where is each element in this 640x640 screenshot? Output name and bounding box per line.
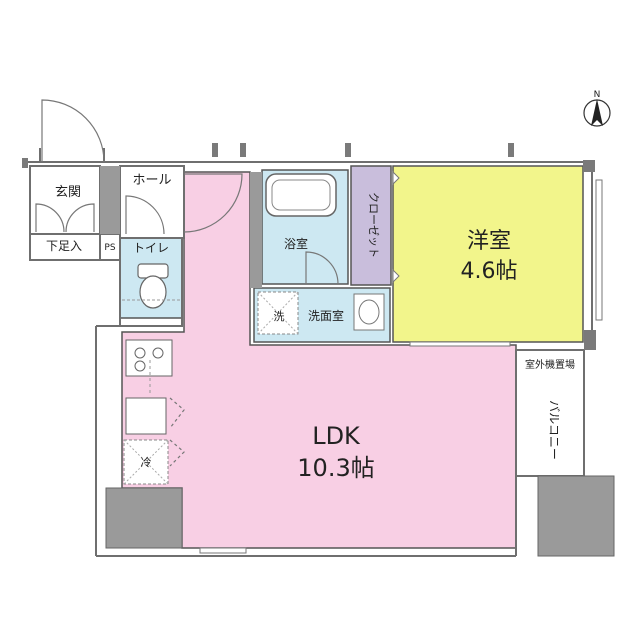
compass-icon (583, 99, 611, 127)
label-ps: PS (104, 243, 115, 253)
windows (199, 179, 603, 554)
column-bath (250, 172, 262, 288)
label-entrance: 玄関 (55, 185, 81, 200)
column-hall (100, 166, 120, 234)
column-bottom-right (537, 475, 615, 557)
label-toilet: トイレ (133, 241, 169, 255)
column-bottom-left (105, 487, 183, 549)
compass-north-label: N (594, 90, 601, 100)
kitchen-sink (125, 397, 167, 435)
label-washroom: 洗面室 (308, 308, 344, 323)
label-shoe-closet: 下足入 (46, 239, 82, 253)
closet-area (350, 165, 392, 286)
bathtub (265, 173, 337, 217)
fridge-box (123, 439, 169, 485)
toilet-bowl (122, 263, 180, 309)
label-ldk-size: 10.3帖 (297, 454, 374, 482)
label-hall: ホール (132, 173, 171, 188)
label-closet: クローゼット (367, 192, 380, 258)
label-western-room-size: 4.6帖 (461, 259, 518, 284)
label-fridge: 冷 (141, 456, 152, 469)
label-bathroom: 浴室 (284, 236, 308, 251)
label-balcony: バルコニー (547, 400, 561, 460)
western-room (392, 165, 584, 343)
label-outdoor-unit: 室外機置場 (525, 358, 575, 371)
label-western-room: 洋室 (467, 229, 511, 254)
kitchen-stove (125, 339, 173, 377)
label-washer: 洗 (274, 310, 285, 323)
wall-stubs (22, 143, 596, 350)
doors (35, 99, 339, 467)
label-ldk: LDK (312, 422, 361, 450)
